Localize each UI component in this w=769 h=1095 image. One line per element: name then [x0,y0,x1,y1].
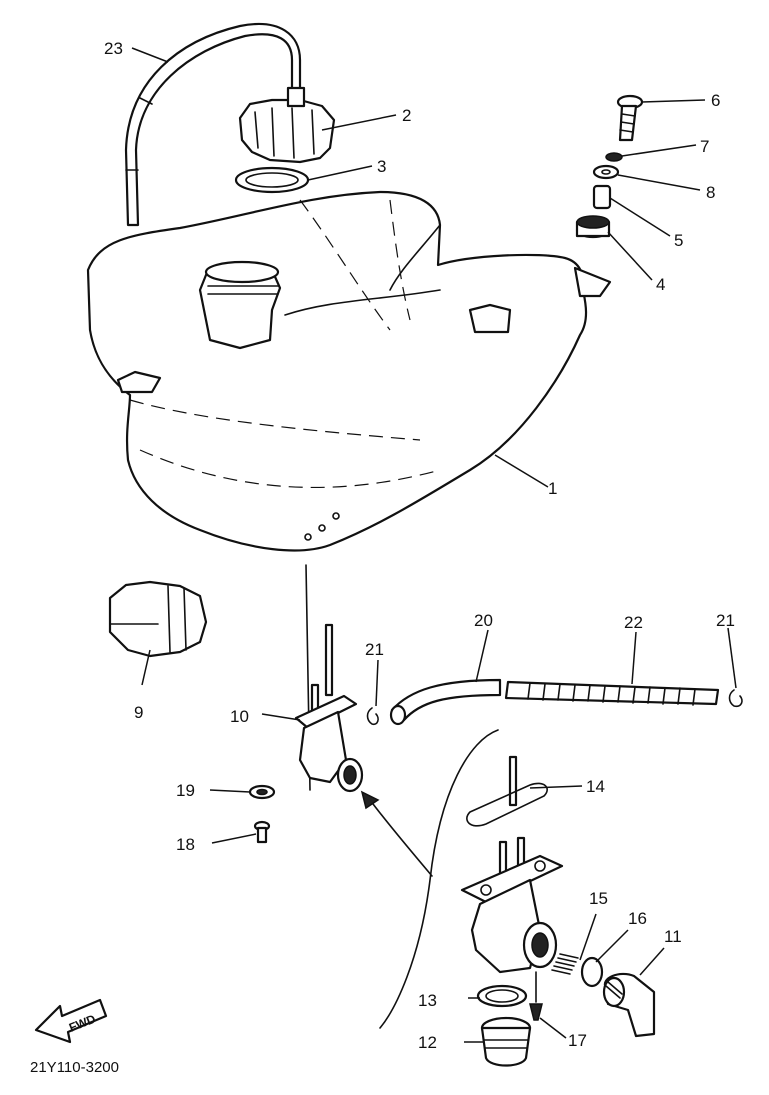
fuel-cock-body-detail [460,836,564,974]
leader-lines [131,47,737,1043]
callout-17: 17 [568,1031,587,1050]
part-7-washer [605,152,623,162]
part-21-clip-left [366,707,379,726]
callout-14: 14 [586,777,605,796]
part-6-bolt [616,94,644,142]
callout-3: 3 [377,157,386,176]
callout-21-right: 21 [716,611,735,630]
part-12-fuel-cup [480,1016,532,1067]
callout-5: 5 [674,231,683,250]
part-4-damper [575,215,611,239]
part-18-screw [253,820,271,844]
fwd-arrow: FWD [34,998,108,1044]
part-17-screw [529,971,543,1021]
callout-9: 9 [134,703,143,722]
part-8-washer [592,164,620,180]
part-15-spring [551,953,579,975]
part-1-fuel-tank [86,190,612,552]
part-13-o-ring [476,984,528,1008]
callout-19: 19 [176,781,195,800]
part-11-lever [602,972,656,1038]
callout-16: 16 [628,909,647,928]
callout-2: 2 [402,106,411,125]
part-21-clip-right [728,689,743,708]
detail-view-fuel-cock [360,729,656,1067]
callout-13: 13 [418,991,437,1010]
callout-10: 10 [230,707,249,726]
part-20-fuel-hose [389,678,502,726]
diagram-code: 21Y110-3200 [30,1059,119,1076]
callout-15: 15 [589,889,608,908]
part-10-fuel-cock [294,564,364,793]
callouts: 1 2 3 4 5 6 7 8 9 10 11 12 13 14 15 16 1… [104,39,735,1052]
part-9-cap [108,580,208,658]
callout-7: 7 [700,137,709,156]
callout-20: 20 [474,611,493,630]
callout-6: 6 [711,91,720,110]
part-14-gasket [466,755,548,827]
part-2-fuel-cap [238,86,336,164]
part-16-o-ring [580,956,604,988]
callout-8: 8 [706,183,715,202]
callout-4: 4 [656,275,665,294]
part-22-hose-protector [504,680,720,706]
callout-12: 12 [418,1033,437,1052]
callout-1: 1 [548,479,557,498]
part-3-cap-gasket [234,166,310,194]
part-19-washer [248,784,276,800]
callout-21-left: 21 [365,640,384,659]
callout-11: 11 [664,927,682,946]
part-5-collar [592,184,612,210]
callout-18: 18 [176,835,195,854]
callout-22: 22 [624,613,643,632]
callout-23: 23 [104,39,123,58]
